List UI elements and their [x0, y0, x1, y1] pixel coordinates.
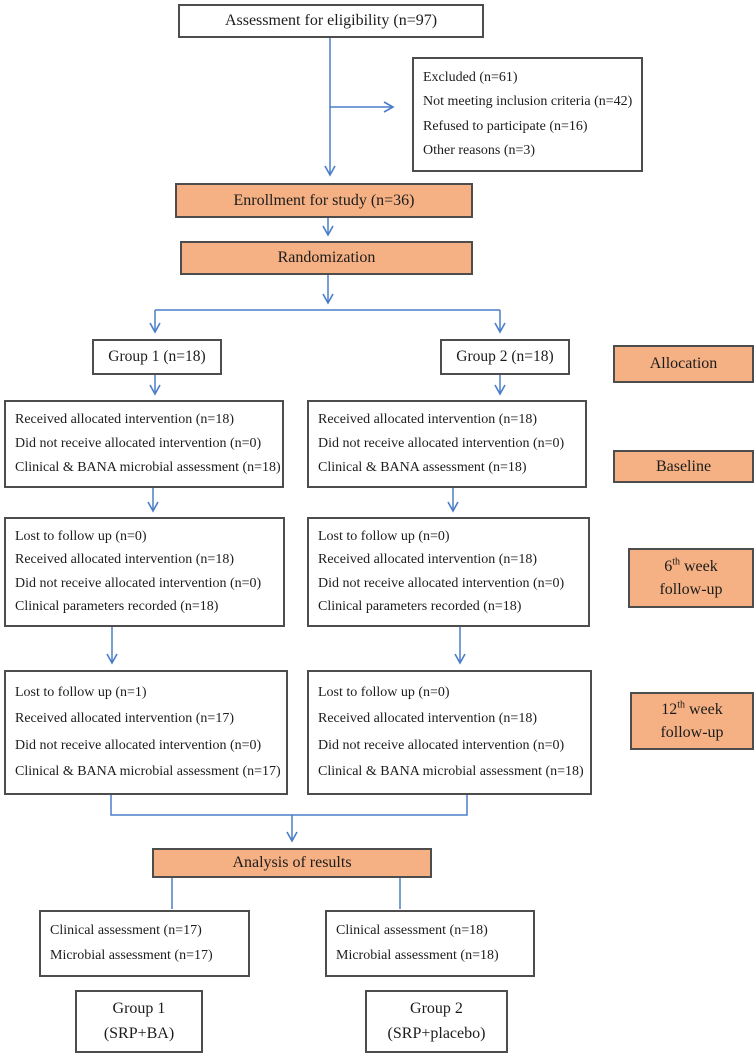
week12-right-line: Lost to follow up (n=0): [318, 684, 450, 700]
week12-left-line: Clinical & BANA microbial assessment (n=…: [15, 764, 281, 780]
final-group1-line: Group 1: [112, 999, 166, 1017]
week12-right-line: Clinical & BANA microbial assessment (n=…: [318, 764, 584, 780]
baseline-left-line: Received allocated intervention (n=18): [15, 412, 234, 427]
results-right-line: Clinical assessment (n=18): [336, 923, 488, 938]
baseline-left-line: Did not receive allocated intervention (…: [15, 436, 262, 451]
randomization-label: Randomization: [277, 249, 376, 266]
group1-label: Group 1 (n=18): [108, 348, 206, 365]
week6-left-line: Received allocated intervention (n=18): [15, 552, 234, 568]
week6-left-line: Did not receive allocated intervention (…: [15, 575, 262, 591]
week6-right-line: Did not receive allocated intervention (…: [318, 575, 565, 591]
stage-allocation-box: Allocation: [613, 345, 754, 383]
week12-right-box: Lost to follow up (n=0) Received allocat…: [307, 670, 592, 795]
stage-week12-line2: follow-up: [660, 724, 724, 741]
baseline-right-line: Clinical & BANA assessment (n=18): [318, 460, 527, 475]
week6-right-box: Lost to follow up (n=0) Received allocat…: [307, 517, 590, 627]
week6-right-line: Clinical parameters recorded (n=18): [318, 599, 522, 615]
week12-left-line: Received allocated intervention (n=17): [15, 711, 234, 727]
stage-baseline-label: Baseline: [655, 457, 712, 475]
group2-box: Group 2 (n=18): [440, 339, 570, 375]
final-group2-line: (SRP+placebo): [387, 1025, 486, 1043]
week6-left-line: Lost to follow up (n=0): [15, 528, 147, 544]
group2-label: Group 2 (n=18): [456, 348, 554, 365]
results-left-line: Microbial assessment (n=17): [50, 948, 213, 963]
results-right-box: Clinical assessment (n=18) Microbial ass…: [325, 910, 535, 977]
week12-left-line: Did not receive allocated intervention (…: [15, 737, 262, 753]
final-group1-line: (SRP+BA): [103, 1025, 175, 1043]
enrollment-box: Enrollment for study (n=36): [175, 183, 473, 218]
week6-left-line: Clinical parameters recorded (n=18): [15, 599, 219, 615]
stage-week12-box: 12th week follow-up: [630, 692, 754, 750]
excluded-line: Not meeting inclusion criteria (n=42): [423, 94, 633, 110]
group1-box: Group 1 (n=18): [92, 339, 222, 375]
analysis-label: Analysis of results: [232, 854, 352, 871]
baseline-right-line: Did not receive allocated intervention (…: [318, 436, 565, 451]
analysis-box: Analysis of results: [152, 848, 432, 878]
stage-week6-line2: follow-up: [659, 581, 723, 598]
excluded-box: Excluded (n=61) Not meeting inclusion cr…: [412, 57, 643, 172]
week12-right-line: Received allocated intervention (n=18): [318, 711, 537, 727]
eligibility-label: Assessment for eligibility (n=97): [224, 12, 438, 29]
week6-left-box: Lost to follow up (n=0) Received allocat…: [4, 517, 285, 627]
stage-week12-line1: 12th week: [661, 699, 723, 718]
week12-left-line: Lost to follow up (n=1): [15, 684, 147, 700]
stage-allocation-label: Allocation: [649, 355, 718, 372]
eligibility-box: Assessment for eligibility (n=97): [178, 4, 484, 38]
baseline-left-box: Received allocated intervention (n=18) D…: [4, 400, 284, 488]
week6-right-line: Received allocated intervention (n=18): [318, 552, 537, 568]
excluded-line: Refused to participate (n=16): [423, 118, 588, 134]
stage-baseline-box: Baseline: [613, 450, 754, 483]
baseline-left-line: Clinical & BANA microbial assessment (n=…: [15, 460, 281, 475]
results-right-line: Microbial assessment (n=18): [336, 948, 499, 963]
baseline-right-line: Received allocated intervention (n=18): [318, 412, 537, 427]
enrollment-label: Enrollment for study (n=36): [233, 191, 415, 209]
results-left-box: Clinical assessment (n=17) Microbial ass…: [39, 910, 250, 977]
stage-week6-box: 6th week follow-up: [628, 548, 754, 608]
stage-week6-line1: 6th week: [664, 556, 718, 575]
randomization-box: Randomization: [180, 241, 473, 275]
final-group2-line: Group 2: [410, 999, 463, 1017]
week12-left-box: Lost to follow up (n=1) Received allocat…: [4, 670, 288, 795]
excluded-line: Excluded (n=61): [423, 69, 518, 85]
excluded-line: Other reasons (n=3): [423, 143, 536, 159]
week12-right-line: Did not receive allocated intervention (…: [318, 737, 565, 753]
results-left-line: Clinical assessment (n=17): [50, 923, 202, 938]
final-group2-box: Group 2 (SRP+placebo): [365, 990, 508, 1053]
baseline-right-box: Received allocated intervention (n=18) D…: [307, 400, 587, 488]
week6-right-line: Lost to follow up (n=0): [318, 528, 450, 544]
final-group1-box: Group 1 (SRP+BA): [75, 990, 203, 1053]
